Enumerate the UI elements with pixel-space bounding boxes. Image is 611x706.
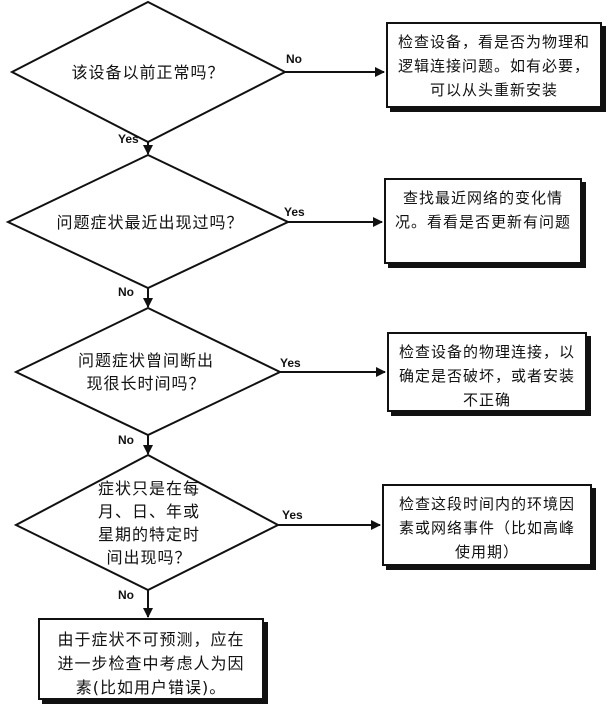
label-yes-1: Yes <box>118 132 139 146</box>
label-yes-4: Yes <box>282 508 303 522</box>
label-no-3: No <box>118 433 134 447</box>
question-1: 该设备以前正常吗？ <box>71 63 225 82</box>
label-no-2: No <box>118 285 134 299</box>
label-no-1: No <box>286 52 302 66</box>
action-box-1: 检查设备，看是否为物理和逻辑连接问题。如有必要，可以从头重新安装 <box>386 22 602 108</box>
action-box-4: 检查这段时间内的环境因素或网络事件（比如高峰使用期） <box>382 484 592 566</box>
final-conclusion-box: 由于症状不可预测，应在进一步检查中考虑人为因素(比如用户错误)。 <box>38 618 264 700</box>
label-no-4: No <box>118 588 134 602</box>
question-2: 问题症状最近出现过吗？ <box>56 213 244 232</box>
question-3: 问题症状曾间断出现很长时间吗？ <box>77 351 214 393</box>
action-box-3: 检查设备的物理连接，以确定是否破坏，或者安装不正确 <box>387 332 587 412</box>
label-yes-2: Yes <box>284 205 305 219</box>
label-yes-3: Yes <box>280 356 301 370</box>
question-4: 症状只是在每月、日、年或星期的特定时间出现吗？ <box>97 479 200 567</box>
action-box-2: 查找最近网络的变化情况。看看是否更新有问题 <box>384 178 582 264</box>
